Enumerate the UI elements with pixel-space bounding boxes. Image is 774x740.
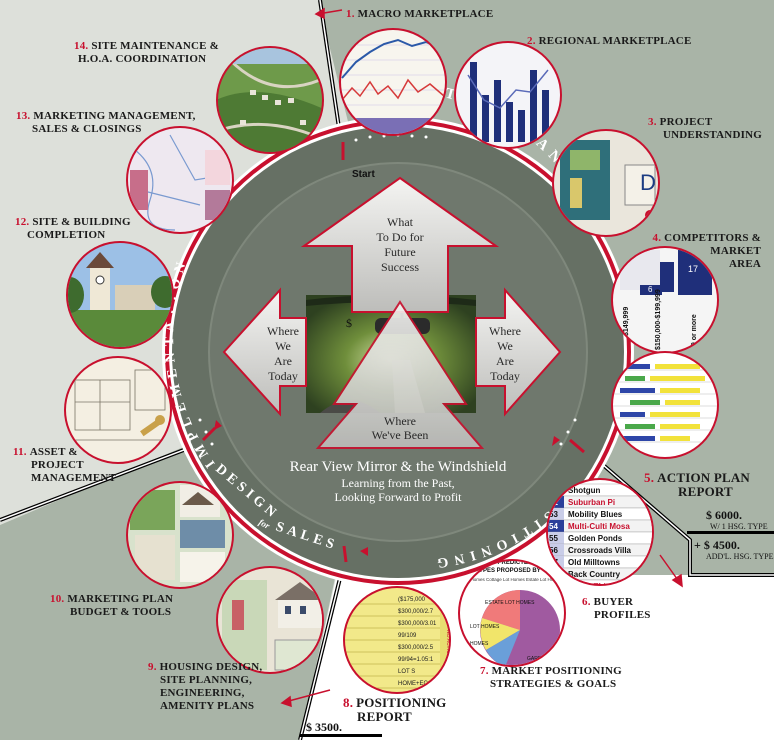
table-row-name: Multi-Culti Mosa	[568, 522, 630, 531]
table-row-number: 56	[549, 546, 558, 555]
future-text-2: To Do for	[376, 230, 423, 244]
table-row-name: Old Milltowns	[568, 558, 621, 567]
svg-text:$150,000-$199,999: $150,000-$199,999	[655, 289, 662, 350]
table-row-name: Crossroads Villa	[568, 546, 632, 555]
clubhouse-photo-icon	[66, 241, 174, 349]
svg-text:NO ACTION: NO ACTION	[445, 630, 451, 658]
blueprint-icon	[64, 356, 172, 464]
gantt-chart-icon	[611, 351, 719, 459]
center-title: Rear View Mirror & the Windshield	[290, 459, 507, 475]
future-text-1: What	[387, 215, 414, 229]
table-row-name: Golden Ponds	[568, 534, 623, 543]
table-row-name: Back Country	[568, 570, 621, 579]
table-row-number: 51	[549, 486, 558, 495]
right-text-2: We	[497, 339, 513, 353]
left-arrow	[222, 287, 307, 417]
price-additional: + $ 4500.	[694, 538, 740, 552]
positioning-row: HOME+ECON	[398, 681, 437, 687]
past-text-1: Where	[384, 414, 416, 428]
svg-text:$0 or more: $0 or more	[691, 314, 698, 350]
future-text-3: Future	[384, 245, 415, 259]
house-plan-icon	[216, 566, 324, 674]
svg-text:HOMES: HOMES	[470, 641, 489, 647]
positioning-row: 99/94=1.05:1	[398, 657, 434, 663]
svg-text:6: 6	[648, 285, 653, 294]
price-positioning: $ 3500.	[306, 720, 342, 734]
step-2-label: 2.REGIONAL MARKETPLACE	[527, 35, 692, 47]
past-text-2: We've Been	[372, 428, 429, 442]
ring-for: for	[257, 517, 272, 531]
left-text-3: Are	[274, 354, 292, 368]
aerial-photo-icon	[216, 46, 324, 154]
site-plan-icon: D	[552, 129, 660, 237]
positioning-row: ($175,000	[398, 597, 426, 603]
svg-text:Lot Homes Cottage Lot Homes: Lot Homes Cottage Lot Homes Estate Lot H…	[463, 577, 563, 582]
price-action-plan-note: W/ 1 HSG. TYPE	[710, 522, 768, 531]
table-row-number: 53	[549, 510, 558, 519]
svg-text:T TYPES PROPOSED BY: T TYPES PROPOSED BY	[470, 568, 541, 574]
past-arrow	[315, 300, 485, 449]
competitor-chart-icon: 6 17 000-$149,999 $150,000-$199,999 $0 o…	[611, 246, 719, 354]
svg-text:UNITY PREDICTED: UNITY PREDICTED	[478, 560, 533, 566]
positioning-row: $300,000/2.5	[398, 645, 434, 651]
svg-text:ESTATE LOT HOMES: ESTATE LOT HOMES	[485, 600, 535, 606]
center-subtitle-1: Learning from the Past,	[341, 476, 454, 490]
step-9-label: 9.HOUSING DESIGN,SITE PLANNING,ENGINEERI…	[148, 661, 263, 712]
svg-text:ACTION: ACTION	[445, 668, 451, 687]
right-text-1: Where	[489, 324, 521, 338]
step-1-label: 1.MACRO MARKETPLACE	[346, 8, 494, 20]
pie-chart-icon: UNITY PREDICTED T TYPES PROPOSED BY Lot …	[458, 559, 566, 667]
svg-text:LOT HOMES: LOT HOMES	[470, 624, 500, 630]
table-row-name: Shotgun	[568, 486, 601, 495]
start-label: Start	[352, 169, 375, 180]
left-text-1: Where	[267, 324, 299, 338]
price-action-plan: $ 6000.	[706, 508, 742, 522]
svg-text:17: 17	[688, 264, 698, 274]
price-additional-note: ADD'L. HSG. TYPE	[706, 552, 774, 561]
marketing-plan-icon	[126, 481, 234, 589]
map-brochure-icon	[126, 126, 234, 234]
center-subtitle-2: Looking Forward to Profit	[335, 490, 463, 504]
right-text-3: Are	[496, 354, 514, 368]
positioning-row: $300,000/3.01	[398, 621, 437, 627]
svg-text:000-$149,999: 000-$149,999	[623, 307, 630, 350]
positioning-row: LOT S	[398, 669, 415, 675]
svg-text:D: D	[640, 170, 656, 195]
left-text-4: Today	[268, 369, 298, 383]
right-arrow	[475, 287, 562, 417]
right-text-4: Today	[490, 369, 520, 383]
bar-chart-icon	[454, 41, 562, 149]
dollar-sign: $	[346, 316, 352, 330]
line-chart-icon	[339, 28, 447, 136]
table-row-number: 54	[549, 522, 558, 531]
positioning-table-icon: ($175,000 $300,000/2.7 $300,000/3.01 99/109…	[343, 586, 451, 694]
positioning-row: $300,000/2.7	[398, 609, 434, 615]
positioning-row: 99/109	[398, 633, 417, 639]
table-row-name: Suburban Pi	[568, 498, 615, 507]
left-text-2: We	[275, 339, 291, 353]
table-row-name: Mobility Blues	[568, 510, 623, 519]
step-14-label: 14.SITE MAINTENANCE &H.O.A. COORDINATION	[74, 40, 220, 65]
step-13-label: 13.MARKETING MANAGEMENT,SALES & CLOSINGS	[16, 110, 196, 135]
table-row-number: 55	[549, 534, 558, 543]
future-text-4: Success	[381, 260, 419, 274]
